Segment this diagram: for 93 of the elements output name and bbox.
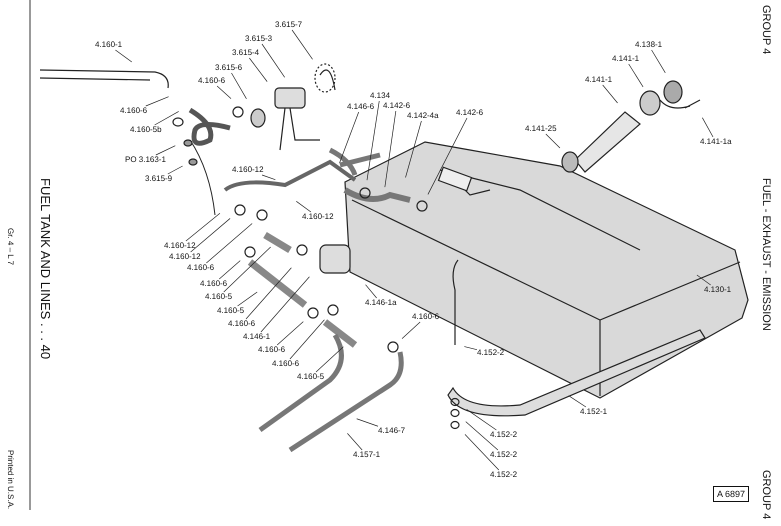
leader-line bbox=[696, 274, 712, 286]
callout-number: 4.141-1a bbox=[700, 137, 732, 147]
leader-line bbox=[145, 96, 169, 106]
leader-line bbox=[237, 292, 258, 306]
callout-number: 4.160-6 bbox=[258, 345, 286, 355]
callout-number: 4.152-1 bbox=[580, 407, 608, 417]
callout-number: 4.138-1 bbox=[635, 40, 662, 50]
callout-number: 4.157-1 bbox=[353, 450, 380, 460]
callout-number: 4.160-5b bbox=[130, 125, 162, 135]
callout-number: 4.141-1 bbox=[612, 54, 640, 64]
callout-number: 4.160-6 bbox=[187, 263, 214, 273]
leader-line bbox=[465, 421, 498, 450]
leader-line bbox=[651, 50, 666, 74]
leader-line bbox=[231, 72, 247, 100]
leader-line bbox=[464, 346, 478, 350]
callout-number: 4.152-2 bbox=[490, 470, 518, 480]
leader-line bbox=[356, 418, 378, 427]
callout-number: 4.160-6 bbox=[198, 76, 226, 86]
callout-number: 4.141-1 bbox=[585, 75, 612, 85]
leader-line bbox=[702, 117, 714, 138]
callout-number: 4.152-2 bbox=[490, 450, 518, 460]
callout-number: 4.160-12 bbox=[232, 165, 264, 175]
callout-number: 4.160-5 bbox=[205, 292, 232, 302]
leader-line bbox=[260, 276, 310, 332]
leader-line bbox=[365, 284, 377, 298]
callout-number: 4.130-1 bbox=[704, 285, 732, 295]
callout-number: 3.615-9 bbox=[145, 174, 172, 184]
leader-line bbox=[405, 120, 422, 178]
leader-line bbox=[466, 409, 497, 430]
callout-number: 4.146-6 bbox=[347, 102, 374, 112]
callout-number: 4.160-6 bbox=[200, 279, 228, 289]
leader-line bbox=[347, 432, 362, 450]
leader-line bbox=[206, 223, 252, 264]
leader-line bbox=[186, 212, 220, 242]
callout-number: 4.146-1a bbox=[365, 298, 397, 308]
leader-line bbox=[290, 319, 325, 360]
callout-number: 4.141-25 bbox=[525, 124, 557, 134]
callout-number: 4.160-5 bbox=[297, 372, 324, 382]
leader-line bbox=[115, 50, 132, 62]
leader-line bbox=[276, 321, 304, 346]
leader-line bbox=[384, 110, 396, 188]
leader-line bbox=[339, 112, 360, 164]
leader-line bbox=[167, 166, 183, 174]
callout-number: 4.146-7 bbox=[378, 426, 406, 436]
callout-number: 4.152-2 bbox=[490, 430, 518, 440]
leader-line bbox=[316, 346, 344, 372]
leader-line bbox=[156, 145, 176, 156]
leader-line bbox=[628, 64, 644, 88]
callout-number: 4.160-6 bbox=[412, 312, 440, 322]
callout-number: 4.160-6 bbox=[272, 359, 300, 369]
leader-line bbox=[545, 134, 560, 148]
callout-number: 4.160-6 bbox=[120, 106, 148, 116]
leader-line bbox=[190, 218, 230, 252]
leader-line bbox=[602, 84, 618, 104]
callout-number: 4.142-6 bbox=[383, 101, 410, 111]
leader-line bbox=[464, 434, 500, 470]
callout-number: 3.615-4 bbox=[232, 48, 260, 58]
callout-number: 4.142-4a bbox=[407, 111, 439, 121]
leader-line bbox=[218, 260, 241, 280]
print-note: Printed in U.S.A. bbox=[6, 450, 15, 510]
callout-number: 4.134 bbox=[370, 91, 390, 101]
section-heading: GROUP 4 bbox=[760, 5, 772, 54]
callout-number: 4.160-5 bbox=[217, 306, 244, 316]
section-heading: GROUP 4 bbox=[760, 470, 772, 520]
leader-line bbox=[249, 58, 268, 82]
callout-number: 4.160-12 bbox=[164, 241, 196, 251]
page-title: FUEL TANK AND LINES . . . 40 bbox=[38, 178, 53, 360]
leader-line bbox=[292, 30, 313, 60]
callout-number: 4.160-1 bbox=[95, 40, 122, 50]
callout-number: 4.152-2 bbox=[477, 348, 504, 358]
leader-line bbox=[428, 118, 468, 195]
callout-number: PO 3.163-1 bbox=[125, 155, 166, 165]
callout-number: 3.615-3 bbox=[245, 34, 272, 44]
callout-number: 4.160-12 bbox=[169, 252, 201, 262]
callout-number: 3.615-7 bbox=[275, 20, 302, 30]
leader-line bbox=[262, 44, 286, 78]
leader-line bbox=[568, 395, 586, 408]
drawing-number: A 6897 bbox=[713, 486, 750, 502]
section-heading: FUEL - EXHAUST - EMISSION bbox=[760, 178, 772, 331]
leader-line bbox=[296, 200, 312, 212]
leader-line bbox=[246, 267, 292, 320]
leader-line bbox=[366, 100, 380, 180]
callout-number: 4.160-12 bbox=[302, 212, 334, 222]
callout-number: 4.146-1 bbox=[243, 332, 270, 342]
page-number: Gr. 4 – L 7 bbox=[6, 228, 15, 266]
leader-line bbox=[216, 86, 232, 100]
callout-number: 4.142-6 bbox=[456, 108, 484, 118]
leader-line bbox=[262, 174, 276, 180]
callout-number: 3.615-6 bbox=[215, 63, 242, 73]
leader-line bbox=[402, 322, 420, 340]
leader-line bbox=[223, 246, 271, 292]
callout-number: 4.160-6 bbox=[228, 319, 256, 329]
leader-line bbox=[154, 111, 180, 126]
